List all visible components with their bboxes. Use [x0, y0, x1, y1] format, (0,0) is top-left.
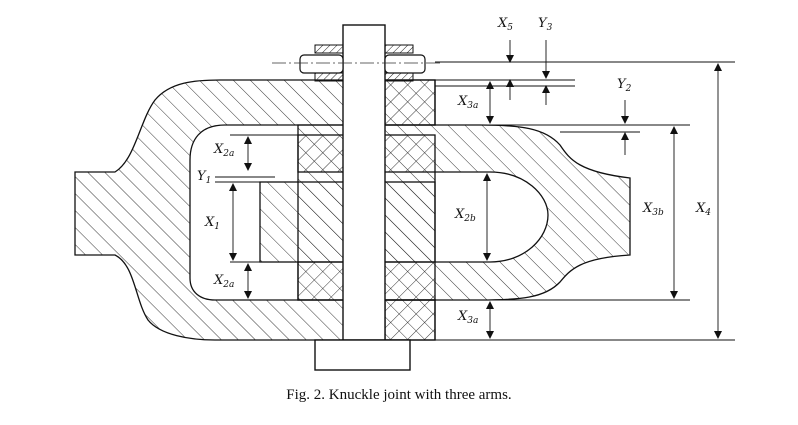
collar-left-top	[314, 44, 344, 54]
pin-head	[314, 339, 411, 371]
inner-arm-slot	[434, 171, 549, 263]
label-x5: X5	[497, 16, 513, 33]
label-x2a-top: X2a	[213, 142, 234, 159]
figure-caption: Fig. 2. Knuckle joint with three arms.	[286, 387, 512, 403]
label-x1: X1	[204, 215, 220, 232]
bottom-plate	[384, 299, 436, 341]
label-y3: Y3	[538, 16, 553, 33]
outer-fork-body	[74, 79, 436, 341]
label-x2a-bottom: X2a	[213, 273, 234, 290]
label-y1: Y1	[197, 169, 211, 186]
label-x3a-bottom: X3a	[457, 309, 478, 326]
knuckle-pin	[342, 24, 386, 341]
label-x4: X4	[695, 201, 711, 218]
top-plate	[384, 79, 436, 126]
collar-right-bottom	[384, 72, 414, 82]
split-pin-left	[299, 54, 344, 74]
label-x3b: X3b	[642, 201, 664, 218]
collar-left-bottom	[314, 72, 344, 82]
collar-right-top	[384, 44, 414, 54]
split-pin-right	[384, 54, 426, 74]
label-x2b: X2b	[454, 207, 476, 224]
label-y2: Y2	[617, 77, 632, 94]
label-x3a-top: X3a	[457, 94, 478, 111]
